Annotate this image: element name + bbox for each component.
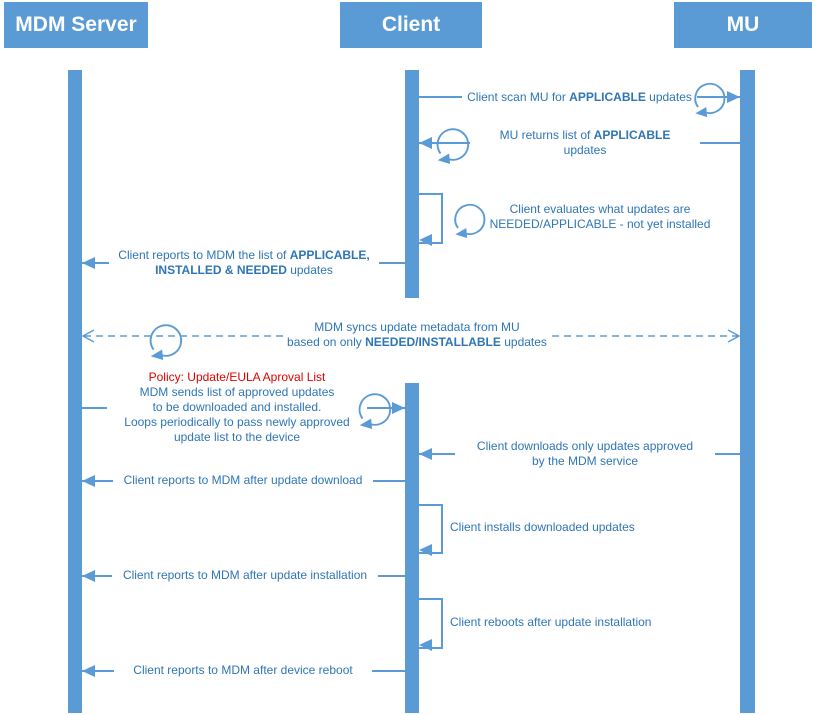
arrow-report-reboot-head (82, 665, 95, 677)
activation-bar-mu (740, 70, 755, 713)
arrow-policy-head (392, 402, 405, 414)
activation-bar-mdm (68, 70, 82, 713)
msg-scan-label: Client scan MU for APPLICABLE updates (462, 90, 697, 105)
arrow-report-download-head (82, 475, 95, 487)
loop-icon (430, 121, 474, 165)
self-message-install-head (419, 544, 432, 556)
arrow-report-install-head (82, 570, 95, 582)
msg-install-label: Client installs downloaded updates (450, 520, 680, 535)
lifeline-header-mdm-server: MDM Server (4, 2, 148, 48)
self-message-evaluate-head (419, 234, 432, 246)
loop-icon (688, 76, 730, 118)
msg-report-reboot-label: Client reports to MDM after device reboo… (114, 663, 372, 678)
arrow-returns-head (419, 137, 432, 149)
arrow-scan-head (727, 91, 740, 103)
lifeline-header-mu: MU (674, 2, 812, 48)
msg-returns-label: MU returns list of APPLICABLE updates (470, 128, 700, 158)
msg-reboot-label: Client reboots after update installation (450, 615, 690, 630)
self-message-reboot-head (419, 639, 432, 651)
arrow-download-head (419, 448, 432, 460)
activation-bar-client-2 (405, 383, 419, 713)
activation-bar-client-1 (405, 70, 419, 298)
msg-sync-label: MDM syncs update metadata from MU based … (287, 320, 547, 350)
loop-icon (448, 197, 490, 239)
loop-icon (143, 317, 187, 361)
msg-report-install-label: Client reports to MDM after update insta… (112, 568, 378, 583)
lifeline-header-client: Client (340, 2, 482, 48)
loop-icon (352, 386, 396, 430)
msg-report-list-label: Client reports to MDM the list of APPLIC… (109, 248, 379, 278)
msg-report-download-label: Client reports to MDM after update downl… (113, 473, 373, 488)
msg-download-label: Client downloads only updates approved b… (455, 439, 715, 469)
policy-title: Policy: Update/EULA Aproval List (148, 370, 326, 384)
arrow-report-list-head (82, 257, 95, 269)
msg-policy-label: Policy: Update/EULA Aproval List MDM sen… (107, 370, 367, 445)
msg-evaluate-label: Client evaluates what updates are NEEDED… (475, 202, 725, 232)
